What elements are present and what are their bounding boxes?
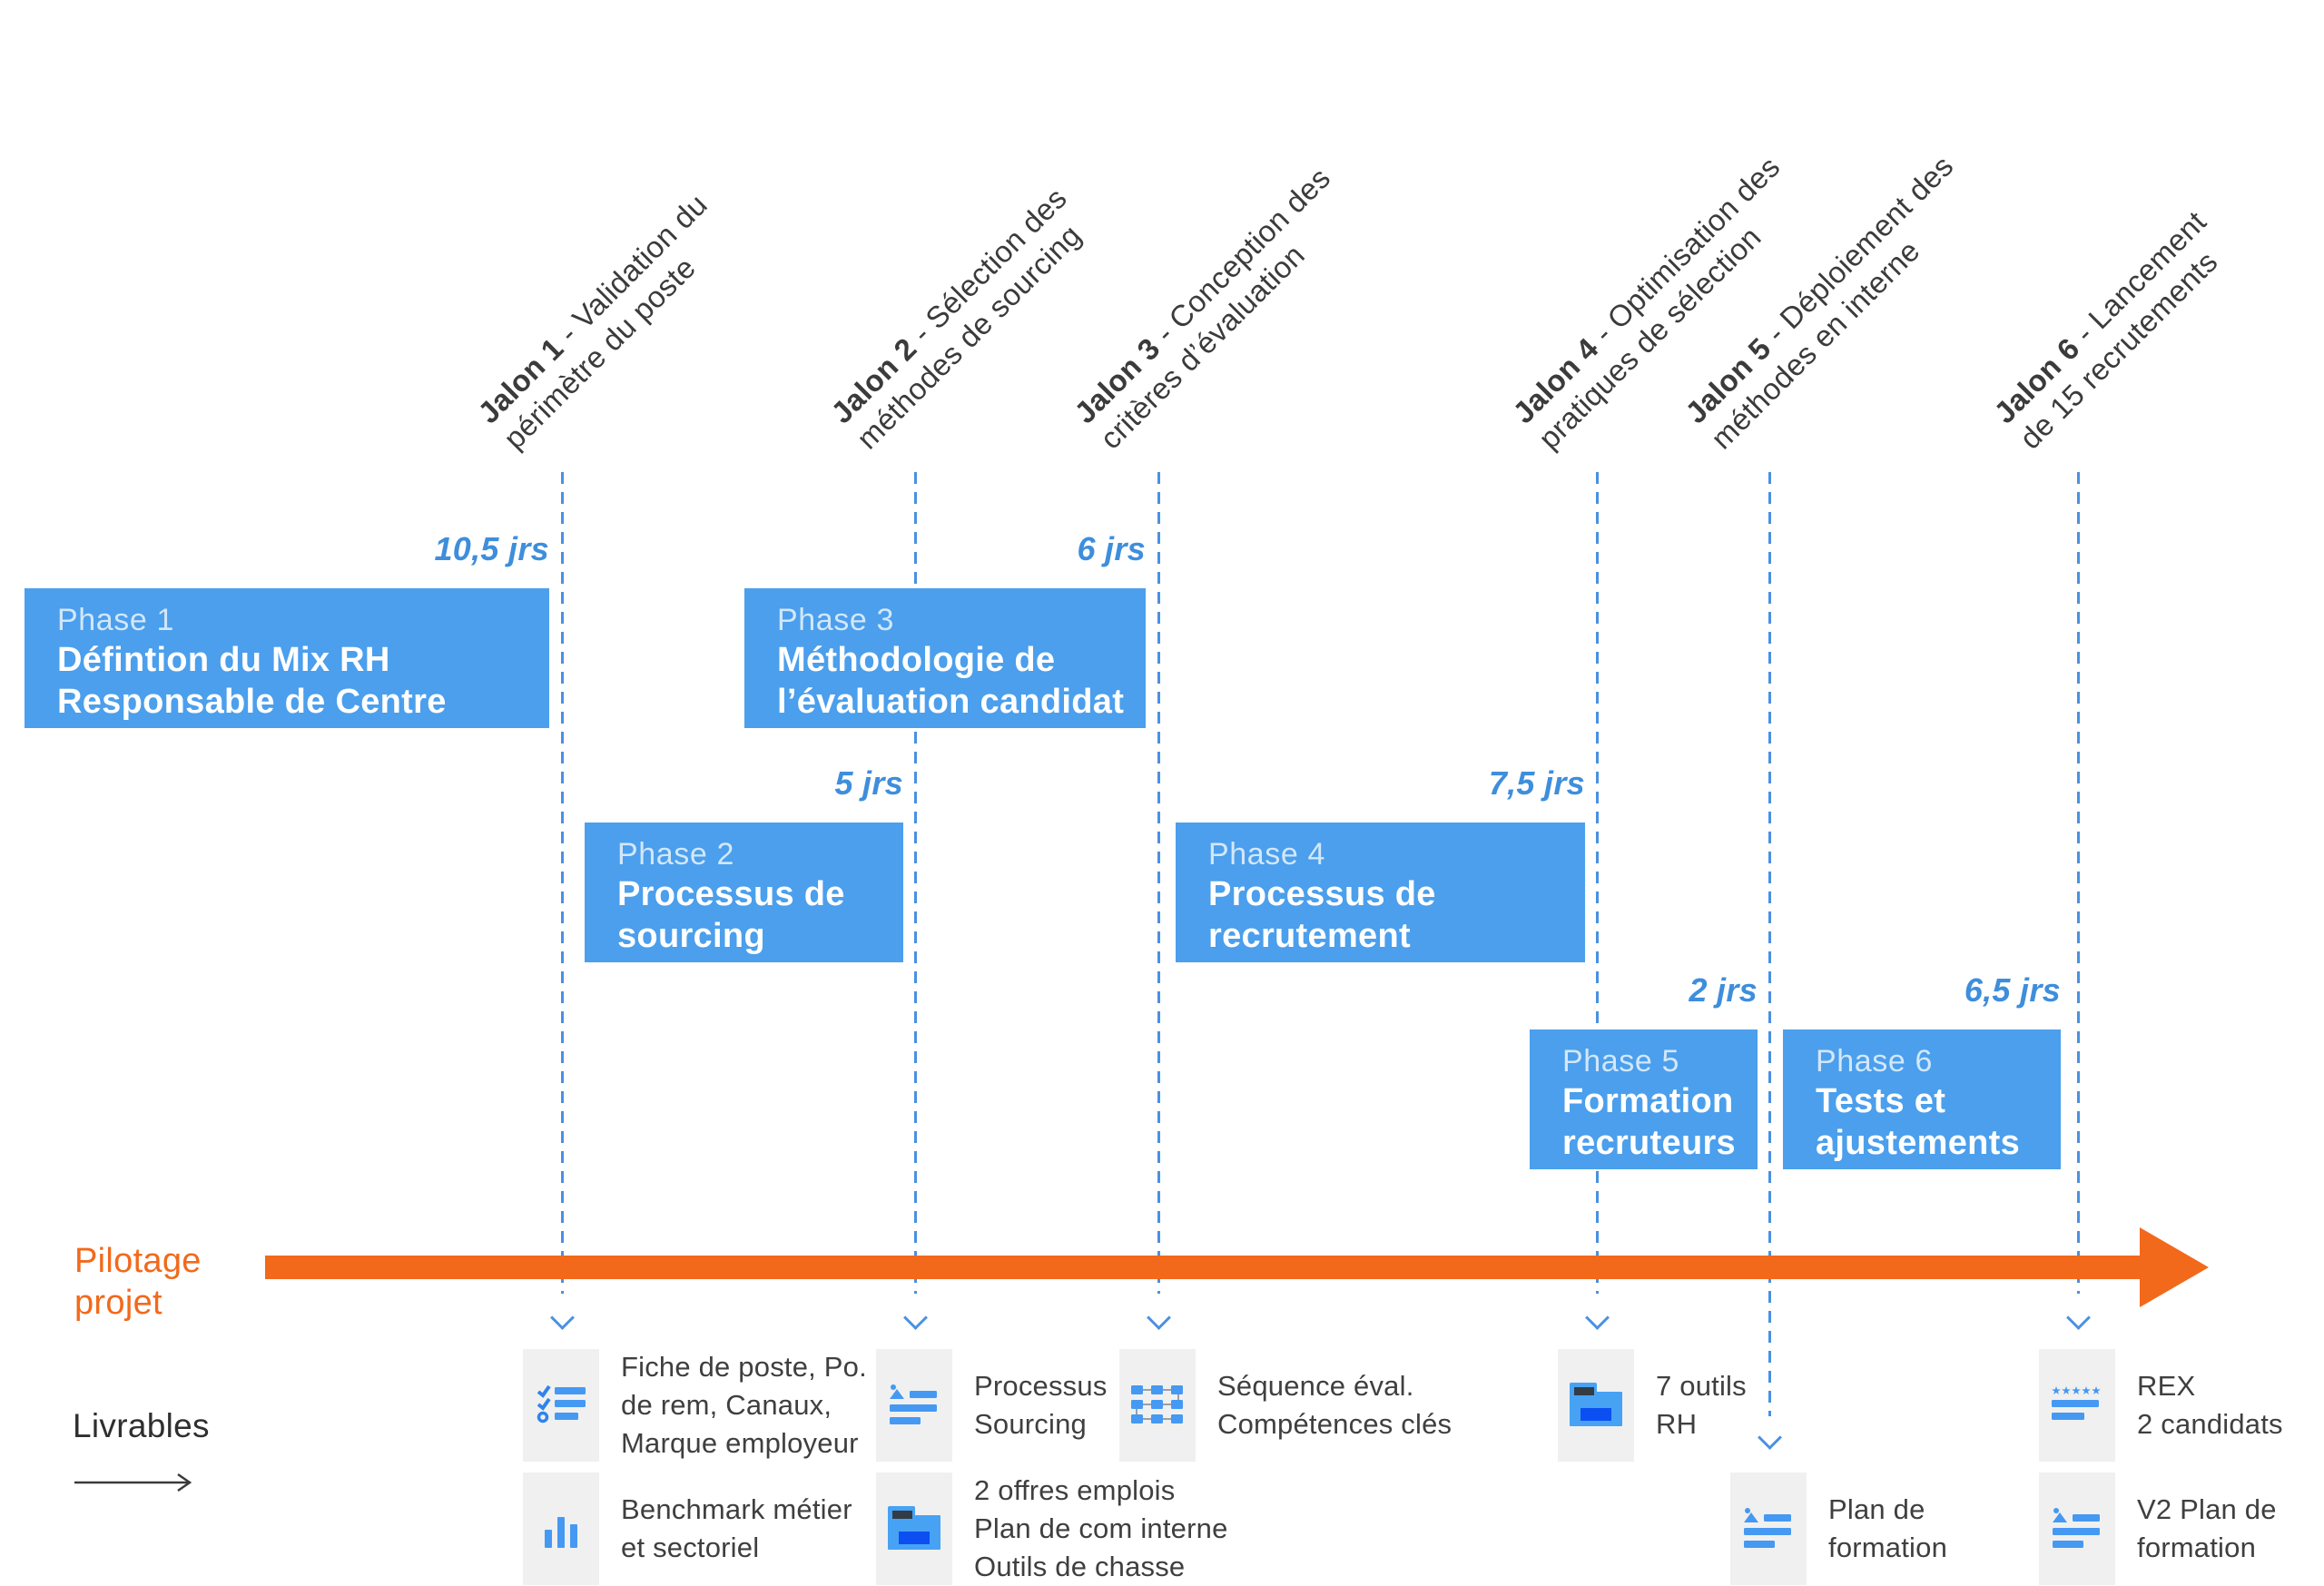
deliverable-item: Plan de formation (1730, 1473, 1947, 1585)
phase-box-2: Phase 2 Processus de sourcing (585, 823, 903, 962)
deliverable-text: 7 outils RH (1656, 1370, 1747, 1440)
phase-title: Tests et ajustements (1816, 1082, 2021, 1162)
milestone-line-5 (1768, 472, 1771, 1416)
phase-title: Méthodologie de l’évaluation candidat (777, 641, 1125, 721)
phase-duration-4: 7,5 jrs (1488, 764, 1585, 802)
phase-duration-2: 5 jrs (834, 764, 903, 802)
milestone-line-3 (1157, 472, 1160, 1294)
phase-number: Phase 3 (777, 603, 894, 637)
doc-image-icon (2039, 1473, 2115, 1585)
phase-title: Processus de sourcing (617, 875, 845, 955)
phase-title: Processus de recrutement (1208, 875, 1436, 955)
folder-icon (1558, 1349, 1634, 1462)
phase-box-3: Phase 3 Méthodologie de l’évaluation can… (744, 588, 1146, 728)
deliverable-text: REX 2 candidats (2137, 1370, 2283, 1440)
phase-duration-1: 10,5 jrs (434, 530, 549, 567)
phase-number: Phase 4 (1208, 837, 1325, 872)
flow-grid-icon (1119, 1349, 1196, 1462)
timeline-arrow-head-icon (2140, 1227, 2209, 1307)
milestone-line-2 (914, 472, 917, 1294)
deliverable-text: 2 offres emplois Plan de com interne Out… (974, 1474, 1228, 1582)
doc-image-icon (876, 1349, 952, 1462)
deliverable-text: Séquence éval. Compétences clés (1217, 1370, 1452, 1440)
pilotage-projet-label: Pilotage projet (74, 1242, 202, 1322)
chevron-down-icon (1585, 1305, 1610, 1330)
doc-image-icon (1730, 1473, 1807, 1585)
deliverable-item: REX 2 candidats (2039, 1349, 2283, 1462)
phase-number: Phase 6 (1816, 1044, 1933, 1079)
phase-box-1: Phase 1 Défintion du Mix RH Responsable … (25, 588, 549, 728)
phase-title: Formation recruteurs (1562, 1082, 1736, 1162)
deliverable-item: Fiche de poste, Po. de rem, Canaux, Marq… (523, 1349, 867, 1462)
deliverable-item: Processus Sourcing (876, 1349, 1108, 1462)
deliverable-text: Plan de formation (1828, 1493, 1948, 1563)
milestone-label-6: Jalon 6 - Lancement de 15 recrutements (1987, 204, 2224, 456)
deliverable-item: 2 offres emplois Plan de com interne Out… (876, 1473, 1228, 1585)
chevron-down-icon (1758, 1425, 1782, 1450)
chevron-down-icon (903, 1305, 928, 1330)
chevron-down-icon (1147, 1305, 1171, 1330)
milestone-label-3: Jalon 3 - Conception des critères d’éval… (1068, 161, 1337, 456)
deliverable-item: Séquence éval. Compétences clés (1119, 1349, 1452, 1462)
milestone-label-1: Jalon 1 - Validation du périmètre du pos… (471, 187, 714, 456)
timeline-arrow (265, 1256, 2140, 1279)
phase-box-4: Phase 4 Processus de recrutement (1176, 823, 1585, 962)
phase-number: Phase 1 (57, 603, 174, 637)
phase-duration-3: 6 jrs (1077, 530, 1146, 567)
stars-doc-icon (2039, 1349, 2115, 1462)
phase-title: Défintion du Mix RH Responsable de Centr… (57, 641, 447, 721)
phase-box-5: Phase 5 Formation recruteurs (1530, 1029, 1758, 1169)
folder-icon (876, 1473, 952, 1585)
phase-duration-6: 6,5 jrs (1964, 971, 2061, 1009)
phase-box-6: Phase 6 Tests et ajustements (1783, 1029, 2061, 1169)
deliverable-text: Benchmark métier et sectoriel (621, 1493, 852, 1563)
deliverable-text: Fiche de poste, Po. de rem, Canaux, Marq… (621, 1351, 867, 1459)
deliverable-item: 7 outils RH (1558, 1349, 1747, 1462)
checklist-icon (523, 1349, 599, 1462)
milestone-line-4 (1596, 472, 1599, 1294)
livrables-arrow-icon (74, 1471, 202, 1499)
phase-number: Phase 2 (617, 837, 734, 872)
phase-duration-5: 2 jrs (1689, 971, 1758, 1009)
milestone-line-1 (561, 472, 564, 1294)
deliverable-item: Benchmark métier et sectoriel (523, 1473, 852, 1585)
milestone-line-6 (2077, 472, 2080, 1294)
milestone-label-2: Jalon 2 - Sélection des méthodes de sour… (824, 181, 1088, 456)
livrables-label: Livrables (73, 1407, 210, 1444)
bar-chart-icon (523, 1473, 599, 1585)
chevron-down-icon (2066, 1305, 2091, 1330)
deliverable-text: Processus Sourcing (974, 1370, 1108, 1440)
phase-number: Phase 5 (1562, 1044, 1679, 1079)
deliverable-text: V2 Plan de formation (2137, 1493, 2277, 1563)
chevron-down-icon (550, 1305, 575, 1330)
deliverable-item: V2 Plan de formation (2039, 1473, 2277, 1585)
